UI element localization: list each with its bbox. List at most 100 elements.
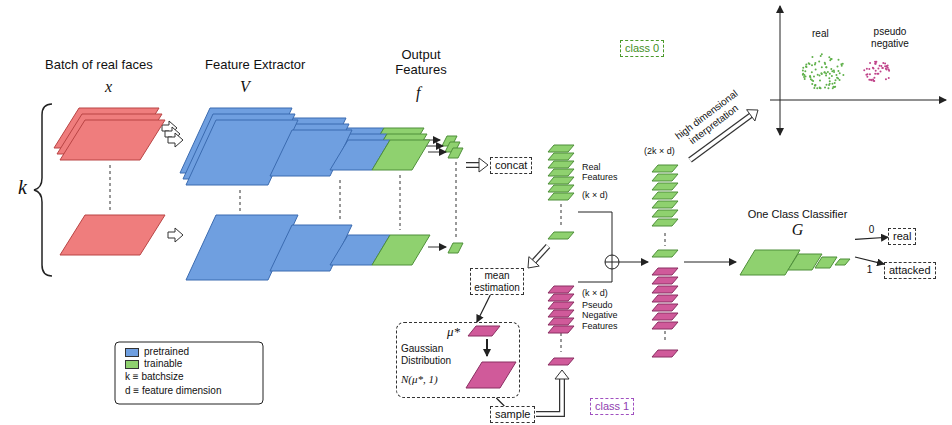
node-text: attacked — [889, 264, 931, 277]
scatter-dot — [882, 67, 884, 69]
scatter-dot — [814, 62, 816, 64]
edge-label: 1 — [866, 264, 874, 276]
scatter-dot — [809, 76, 811, 78]
scatter-dot — [808, 62, 810, 64]
figure-label: V — [240, 78, 250, 96]
scatter-dot — [811, 79, 813, 81]
figure-label: (2k × d) — [644, 146, 675, 156]
scatter-dot — [832, 87, 834, 89]
double-arrow — [536, 379, 562, 414]
scatter-dot — [837, 59, 839, 61]
scatter-dot — [814, 84, 816, 86]
scatter-dot — [884, 63, 886, 65]
classifier: One Class ClassifierG — [740, 208, 855, 278]
scatter-dot — [831, 75, 833, 77]
feature-cell — [548, 286, 574, 293]
scatter-dot — [876, 73, 878, 75]
node-text: sample — [495, 408, 530, 421]
edge-label: 0 — [868, 224, 876, 236]
figure-label: Real Features — [582, 162, 632, 183]
step-box: sample — [490, 406, 535, 423]
scatter-dot — [869, 73, 871, 75]
scatter-dot — [811, 71, 813, 73]
scatter-dot — [872, 78, 874, 80]
scatter-dot — [885, 68, 887, 70]
double-arrow — [534, 246, 548, 261]
scatter-dot — [834, 82, 836, 84]
scatter-dot — [842, 74, 844, 76]
scatter-dot — [868, 68, 870, 70]
scatter-dot — [866, 68, 868, 70]
double-arrow-head — [479, 158, 488, 172]
node-text: N(μ*, 1) — [401, 373, 438, 386]
distribution-box: μ*Gaussian DistributionN(μ*, 1) — [396, 322, 520, 398]
scatter-dot — [805, 76, 807, 78]
legend-swatch — [125, 360, 139, 369]
scatter-dot — [874, 61, 876, 63]
scatter-dot — [885, 78, 887, 80]
scatter-dot — [841, 65, 843, 67]
feature-cell — [652, 192, 678, 199]
feature-cell — [548, 193, 574, 200]
scatter-dot — [833, 71, 835, 73]
scatter-dot — [831, 83, 833, 85]
figure-label: pseudo negative — [864, 26, 916, 49]
scatter-dot — [888, 70, 890, 72]
figure-label: real — [812, 28, 829, 40]
scatter-dot — [811, 64, 813, 66]
feature-cell — [548, 310, 574, 317]
scatter-dot — [814, 84, 816, 86]
scatter-dot — [875, 61, 877, 63]
scatter-dot — [886, 65, 888, 67]
scatter-dot — [877, 67, 879, 69]
feature-cell — [548, 169, 574, 176]
scatter-dot — [828, 77, 830, 79]
figure-label: Batch of real faces — [45, 58, 153, 73]
scatter-dot — [836, 66, 838, 68]
scatter-dot — [819, 75, 821, 77]
scatter-dot — [828, 56, 830, 58]
feature-cell — [652, 250, 678, 257]
scatter-dot — [887, 65, 889, 67]
scatter-dot — [811, 56, 813, 58]
scatter-dot — [836, 77, 838, 79]
scatter-dot — [804, 70, 806, 72]
scatter-dot — [887, 67, 889, 69]
feature-cell — [652, 210, 678, 217]
feature-cell — [652, 174, 678, 181]
figure-label: k ≡ batchsize — [125, 371, 184, 383]
feature-cell — [652, 322, 678, 329]
scatter-dot — [830, 58, 832, 60]
feature-cell — [652, 165, 678, 172]
feature-cell — [652, 313, 678, 320]
scatter-dot — [825, 75, 827, 77]
connector — [477, 295, 490, 322]
legend-swatch — [125, 348, 139, 357]
scatter-dot — [825, 84, 827, 86]
node-text: concat — [495, 159, 527, 172]
scatter-dot — [817, 74, 819, 76]
node-text: class 0 — [625, 42, 659, 55]
scatter-dot — [819, 87, 821, 89]
scatter-dot — [820, 87, 822, 89]
scatter-dot — [839, 79, 841, 81]
node-text: mean estimation — [474, 270, 520, 293]
feature-cell — [652, 201, 678, 208]
scatter-dot — [821, 66, 823, 68]
class-box: class 1 — [590, 398, 634, 415]
scatter-dot — [814, 84, 816, 86]
feature-cell — [652, 286, 678, 293]
step-box: concat — [490, 157, 532, 174]
scatter-dot — [823, 71, 825, 73]
node-text: μ* — [447, 325, 460, 340]
scatter-dot — [811, 83, 813, 85]
scatter-dot — [824, 63, 826, 65]
scatter-dot — [880, 70, 882, 72]
scatter-dot — [881, 67, 883, 69]
connector — [496, 398, 504, 406]
double-arrow — [534, 246, 548, 261]
scatter-dot — [886, 68, 888, 70]
output-box: real — [888, 228, 916, 245]
feature-cell — [548, 153, 574, 160]
